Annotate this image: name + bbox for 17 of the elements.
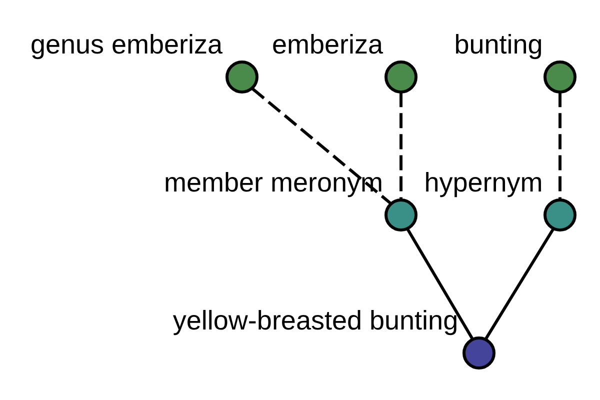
connector — [406, 228, 474, 340]
node-circle — [384, 60, 417, 94]
node-circle — [384, 198, 417, 232]
node-label: emberiza — [271, 30, 383, 60]
connector — [558, 92, 561, 200]
connector — [250, 88, 391, 204]
node-label: yellow-breasted bunting — [172, 306, 458, 336]
connector — [484, 228, 554, 340]
node-circle — [543, 60, 576, 94]
node-circle — [462, 336, 495, 370]
node-circle — [225, 60, 258, 94]
node-label: member meronym — [163, 168, 383, 198]
node-circle — [543, 198, 576, 232]
node-label: genus emberiza — [30, 30, 222, 60]
node-label: hypernym — [424, 168, 542, 198]
connector — [399, 92, 402, 200]
node-label: bunting — [454, 30, 542, 60]
